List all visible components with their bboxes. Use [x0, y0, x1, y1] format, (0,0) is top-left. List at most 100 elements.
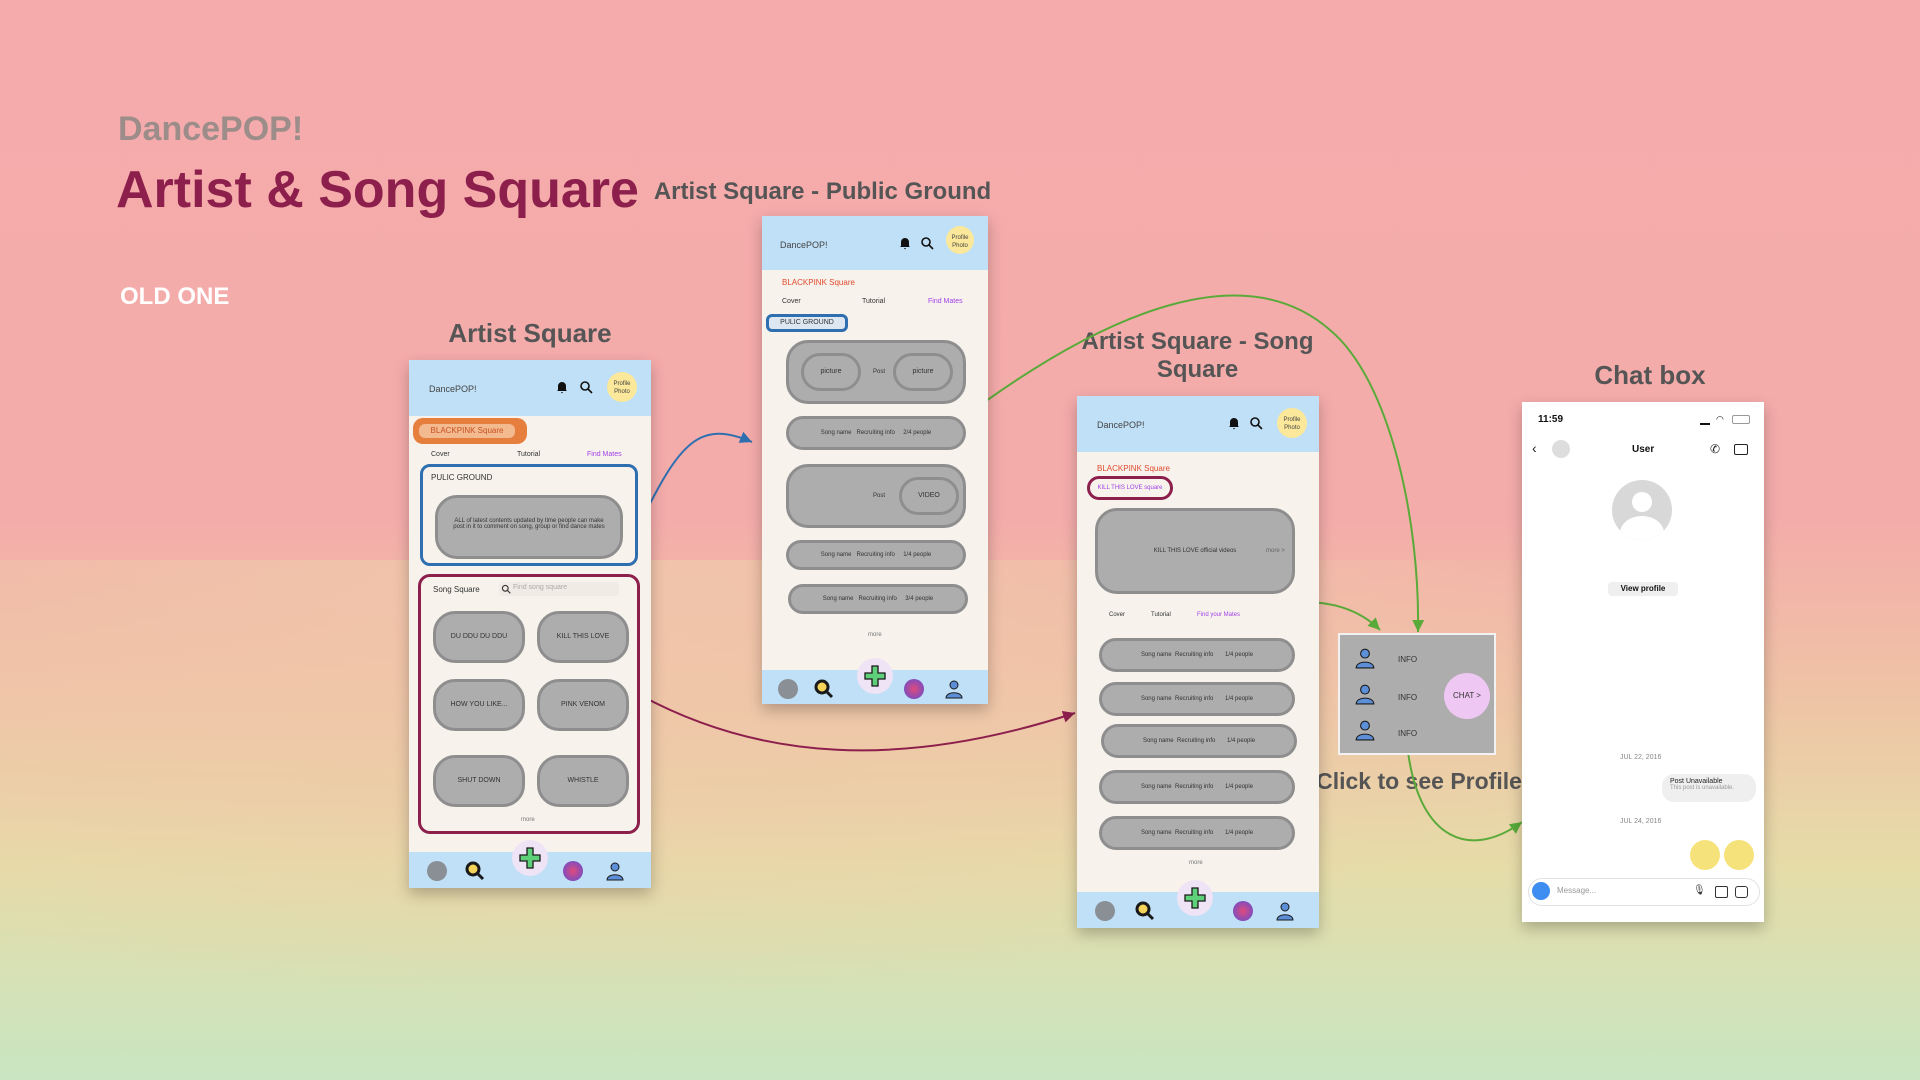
phone-artist-square: DancePOP! Profile Photo BLACKPINK Square…: [409, 360, 651, 888]
mates-popup: INFO INFO INFO CHAT >: [1338, 633, 1496, 755]
chat-button[interactable]: CHAT >: [1444, 673, 1490, 719]
tab-cover[interactable]: Cover: [782, 298, 801, 305]
public-ground-section[interactable]: PULIC GROUND ALL of latest contents upda…: [420, 464, 638, 566]
kill-square-chip[interactable]: KILL THIS LOVE square: [1087, 476, 1173, 500]
image-icon[interactable]: [1715, 886, 1728, 898]
recruit-row[interactable]: Song name Recruiting info 1/4 people: [1099, 770, 1295, 804]
recruit-info: Recruiting info: [856, 430, 895, 436]
chat-user-name[interactable]: User: [1632, 444, 1655, 455]
globe-icon[interactable]: [427, 861, 447, 881]
artist-icon[interactable]: [563, 861, 583, 881]
post-card-video[interactable]: Post VIDEO: [786, 464, 966, 528]
recruit-row[interactable]: Song name Recruiting info 1/4 people: [1101, 724, 1297, 758]
page-title: Artist & Song Square: [116, 161, 639, 219]
label-artist-square: Artist Square: [448, 318, 612, 348]
recruit-row[interactable]: Song name Recruiting info 1/4 people: [1099, 638, 1295, 672]
mic-icon[interactable]: 🎙: [1693, 885, 1706, 896]
recruit-info: Recruiting info: [1174, 784, 1214, 790]
recruit-info: Recruiting info: [856, 552, 895, 558]
search-icon[interactable]: [814, 679, 834, 699]
song-search-placeholder: Find song square: [513, 584, 568, 591]
profile-photo[interactable]: Profile Photo: [607, 372, 637, 402]
more-arrow-link[interactable]: more >: [1266, 548, 1285, 554]
public-ground-chip[interactable]: PULIC GROUND: [766, 314, 848, 332]
sticker-icon[interactable]: [1735, 886, 1748, 898]
people-count: 1/4 people: [1225, 696, 1254, 702]
user-icon: [1355, 648, 1375, 669]
video-call-icon[interactable]: [1734, 444, 1748, 455]
people-count: 1/4 people: [1225, 784, 1254, 790]
view-profile-button[interactable]: View profile: [1608, 582, 1678, 596]
user-icon[interactable]: [605, 861, 625, 881]
back-icon[interactable]: ‹: [1532, 440, 1537, 456]
bell-icon[interactable]: [898, 236, 912, 250]
battery-icon: [1732, 415, 1750, 424]
more-link[interactable]: more: [521, 817, 535, 823]
recruit-row[interactable]: Song name Recruiting info 1/4 people: [1099, 682, 1295, 716]
emoji-sticker: [1724, 840, 1754, 870]
phone-song-square: DancePOP! Profile Photo BLACKPINK Square…: [1077, 396, 1319, 928]
label-click-profile: Click to see Profile: [1316, 768, 1522, 794]
tab-tutorial[interactable]: Tutorial: [862, 298, 886, 305]
public-ground-card[interactable]: ALL of latest contents updated by time p…: [435, 495, 623, 559]
add-post-button[interactable]: [857, 658, 893, 694]
label-chat-box: Chat box: [1594, 360, 1706, 390]
bell-icon[interactable]: [555, 380, 569, 394]
globe-icon[interactable]: [778, 679, 798, 699]
camera-icon[interactable]: [1532, 882, 1550, 900]
artist-icon[interactable]: [904, 679, 924, 699]
song-card[interactable]: HOW YOU LIKE...: [433, 679, 525, 731]
bell-icon[interactable]: [1227, 416, 1241, 430]
tab-cover[interactable]: Cover: [431, 451, 450, 458]
user-icon: [1355, 684, 1375, 705]
search-icon[interactable]: [1135, 901, 1155, 921]
recruit-row[interactable]: Song name Recruiting info 1/4 people: [786, 540, 966, 570]
song-card[interactable]: SHUT DOWN: [433, 755, 525, 807]
profile-photo[interactable]: Profile Photo: [1277, 408, 1307, 438]
song-card[interactable]: PINK VENOM: [537, 679, 629, 731]
tab-find-mates[interactable]: Find Mates: [928, 298, 963, 305]
tab-cover[interactable]: Cover: [1109, 612, 1126, 618]
search-icon[interactable]: [920, 236, 934, 250]
search-icon[interactable]: [465, 861, 485, 881]
search-icon[interactable]: [579, 380, 593, 394]
message-bar: Message... 🎙: [1528, 878, 1760, 906]
song-square-title: Song Square: [433, 585, 480, 594]
globe-icon[interactable]: [1095, 901, 1115, 921]
more-link[interactable]: more: [1189, 860, 1203, 866]
song-card[interactable]: DU DDU DU DDU: [433, 611, 525, 663]
song-search-field[interactable]: Find song square: [499, 582, 619, 596]
phone-icon[interactable]: ✆: [1710, 442, 1721, 456]
info-label[interactable]: INFO: [1398, 655, 1418, 664]
bottom-tabbar: [409, 840, 651, 888]
recruit-row[interactable]: Song name Recruiting info 3/4 people: [788, 584, 968, 614]
tab-tutorial[interactable]: Tutorial: [1151, 612, 1171, 618]
tab-find-mates[interactable]: Find Mates: [587, 451, 622, 458]
avatar[interactable]: [1552, 440, 1570, 458]
app-name: DancePOP!: [429, 384, 477, 394]
message-input[interactable]: Message...: [1557, 886, 1597, 895]
add-post-button[interactable]: [1177, 880, 1213, 916]
search-icon[interactable]: [1249, 416, 1263, 430]
official-videos-card[interactable]: KILL THIS LOVE official videos more >: [1095, 508, 1295, 594]
artist-icon[interactable]: [1233, 901, 1253, 921]
song-card[interactable]: WHISTLE: [537, 755, 629, 807]
recruit-row[interactable]: Song name Recruiting info 1/4 people: [1099, 816, 1295, 850]
recruit-info: Recruiting info: [1176, 738, 1216, 744]
post-label: Post: [873, 369, 886, 375]
user-icon[interactable]: [944, 679, 964, 699]
plus-icon: [1184, 887, 1206, 909]
profile-photo[interactable]: Profile Photo: [946, 226, 974, 254]
more-link[interactable]: more: [868, 632, 882, 638]
info-label[interactable]: INFO: [1398, 693, 1418, 702]
song-name: Song name: [822, 596, 854, 602]
bottom-tabbar: [762, 658, 988, 704]
tab-tutorial[interactable]: Tutorial: [517, 451, 541, 458]
recruit-row[interactable]: Song name Recruiting info 2/4 people: [786, 416, 966, 450]
song-card[interactable]: KILL THIS LOVE: [537, 611, 629, 663]
info-label[interactable]: INFO: [1398, 729, 1418, 738]
user-icon[interactable]: [1275, 901, 1295, 921]
add-post-button[interactable]: [512, 840, 548, 876]
post-card-pictures[interactable]: picture Post picture: [786, 340, 966, 404]
tab-find-your-mates[interactable]: Find your Mates: [1197, 612, 1241, 618]
